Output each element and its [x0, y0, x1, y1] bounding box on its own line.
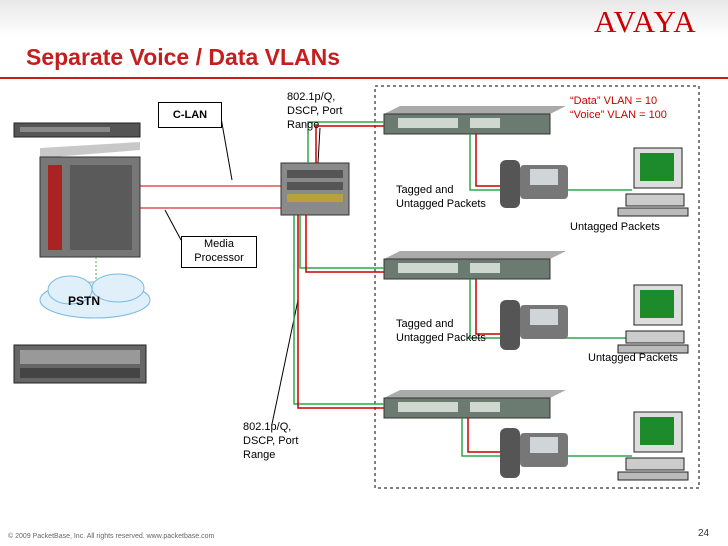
slide-title: Separate Voice / Data VLANs: [26, 44, 341, 70]
clan-label: C-LAN: [158, 102, 222, 128]
access-switch-1: [383, 106, 566, 135]
untagged-label-2: Untagged Packets: [588, 352, 678, 364]
untagged-label-1: Untagged Packets: [570, 221, 660, 233]
top-qos-label: 802.1p/Q, DSCP, Port Range: [287, 91, 343, 131]
ip-phone-2: [500, 300, 568, 350]
pstn-label: PSTN: [68, 294, 101, 308]
media-gateway-cabinet: [39, 142, 141, 258]
rack-server: [13, 122, 141, 138]
bottom-qos-label: 802.1p/Q, DSCP, Port Range: [243, 421, 299, 461]
pstn-cloud: [39, 273, 151, 319]
branch-gateway: [13, 344, 147, 384]
title-rule: [0, 77, 728, 79]
access-switch-3: [383, 390, 566, 419]
tagged-label-2: Tagged and Untagged Packets: [396, 318, 486, 344]
core-switch: [280, 162, 350, 216]
ip-phone-3: [500, 428, 568, 478]
vlan-legend: “Data” VLAN = 10 “Voice” VLAN = 100: [570, 95, 667, 121]
pc-3: [617, 411, 689, 481]
header-band: [0, 0, 728, 38]
access-switch-2: [383, 251, 566, 280]
pc-2: [617, 284, 689, 354]
tagged-label-1: Tagged and Untagged Packets: [396, 184, 486, 210]
page-number: 24: [698, 528, 710, 539]
avaya-logo: AVAYA: [594, 4, 697, 39]
media-processor-label: Media Processor: [181, 236, 257, 268]
pc-1: [617, 147, 689, 217]
lan-area-boundary: [374, 85, 700, 489]
footer-copyright: © 2009 PacketBase, Inc. All rights reser…: [8, 533, 215, 540]
ip-phone-1: [500, 160, 568, 208]
